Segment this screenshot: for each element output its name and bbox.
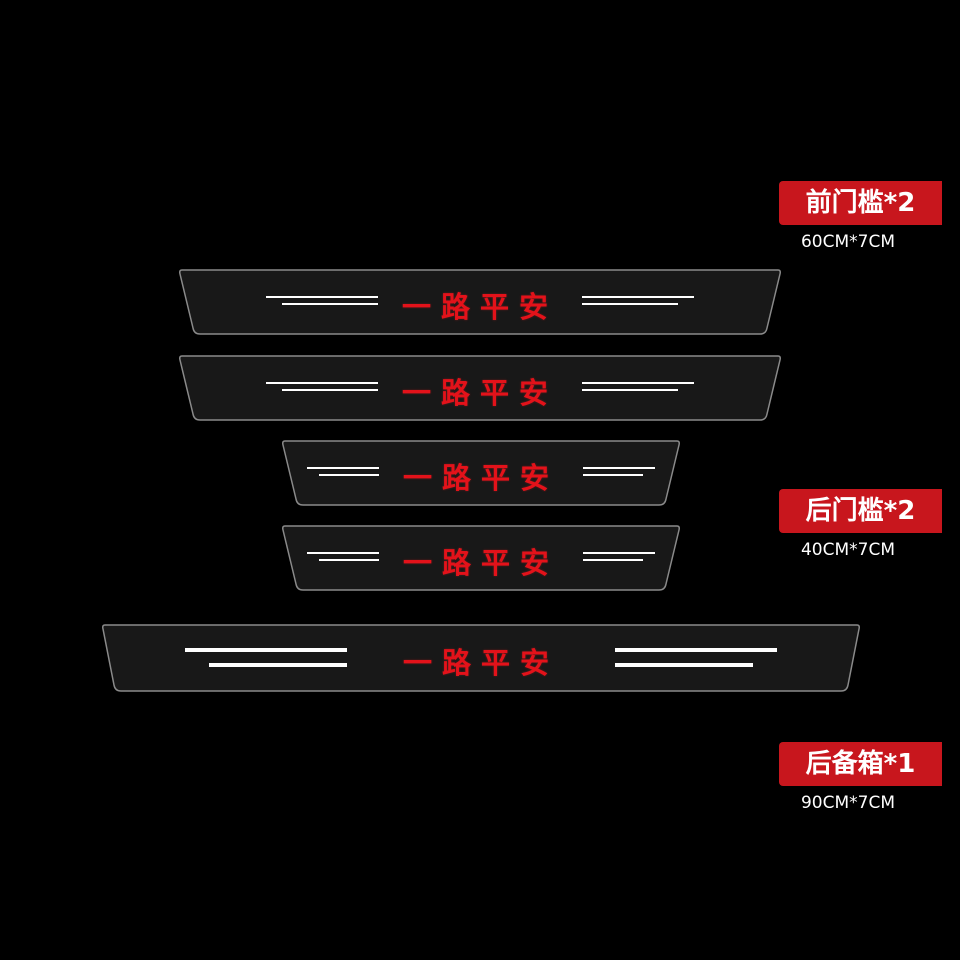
strip-shape bbox=[282, 525, 680, 591]
trunk-sill-strip: 一路平安 bbox=[101, 623, 861, 693]
strip-shape bbox=[179, 269, 781, 335]
front-sill-tag: 前门槛*2 bbox=[779, 181, 942, 225]
strip-slogan: 一路平安 bbox=[402, 546, 559, 580]
rear-sill-size: 40CM*7CM bbox=[800, 540, 896, 560]
front-sill-size: 60CM*7CM bbox=[800, 232, 896, 252]
rear-sill-strip-2: 一路平安 bbox=[281, 524, 681, 592]
strip-slogan: 一路平安 bbox=[401, 376, 558, 410]
front-sill-strip-1: 一路平安 bbox=[178, 268, 782, 336]
rear-sill-tag: 后门槛*2 bbox=[779, 489, 942, 533]
front-sill-strip-2: 一路平安 bbox=[178, 354, 782, 422]
strip-slogan: 一路平安 bbox=[402, 461, 559, 495]
trunk-sill-size: 90CM*7CM bbox=[800, 793, 896, 813]
strip-slogan: 一路平安 bbox=[401, 290, 558, 324]
trunk-sill-tag: 后备箱*1 bbox=[779, 742, 942, 786]
strip-shape bbox=[102, 624, 860, 692]
strip-shape bbox=[179, 355, 781, 421]
strip-slogan: 一路平安 bbox=[402, 646, 559, 680]
strip-shape bbox=[282, 440, 680, 506]
rear-sill-strip-1: 一路平安 bbox=[281, 439, 681, 507]
